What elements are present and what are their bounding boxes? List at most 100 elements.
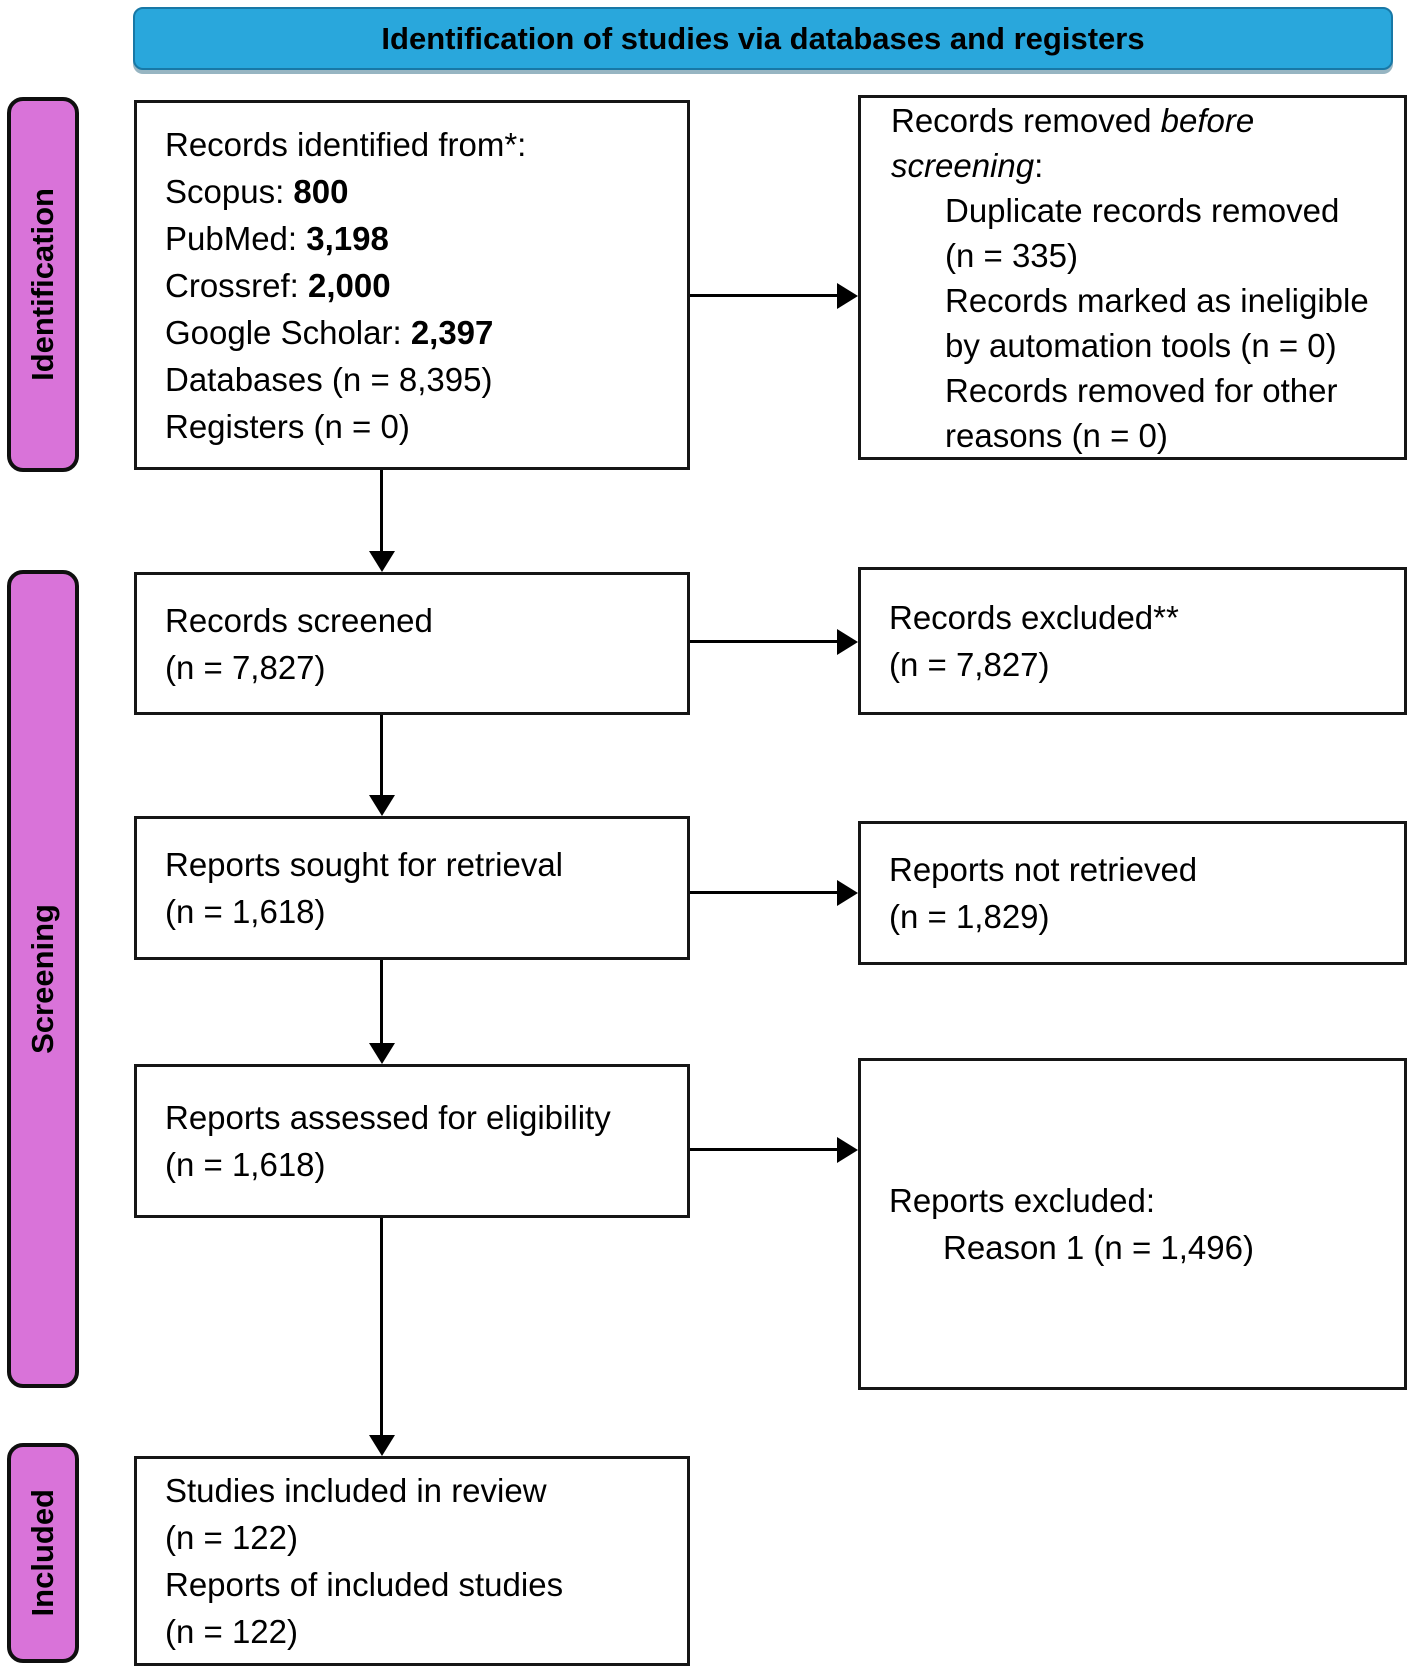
text-line: PubMed: 3,198 xyxy=(165,215,683,262)
text-segment: reasons (n = 0) xyxy=(945,416,1168,454)
stage-identification-label: Identification xyxy=(25,188,60,381)
text-segment: Reason 1 (n = 1,496) xyxy=(943,1229,1254,1266)
text-segment: (n = 7,827) xyxy=(889,646,1050,683)
text-segment: (n = 122) xyxy=(165,1519,298,1556)
stage-screening: Screening xyxy=(7,570,79,1388)
text-line: Records identified from*: xyxy=(165,121,683,168)
text-segment: Google Scholar: xyxy=(165,313,411,351)
text-segment: Records excluded** xyxy=(889,599,1179,636)
box-studies-included: Studies included in review (n = 122) Repor… xyxy=(134,1456,690,1666)
text-segment: Databases (n = 8,395) xyxy=(165,360,493,398)
box-reports-assessed-text: Reports assessed for eligibility (n = 1,6… xyxy=(137,1094,687,1188)
text-line: Records removed before xyxy=(891,98,1400,143)
text-segment: 2,397 xyxy=(410,313,494,351)
text-segment: Reports sought for retrieval xyxy=(165,846,564,883)
text-line: reasons (n = 0) xyxy=(891,413,1400,458)
arrow-down-assessed-to-included xyxy=(380,1218,383,1435)
text-line: Reports assessed for eligibility xyxy=(165,1094,683,1141)
text-line: Records removed for other xyxy=(891,368,1400,413)
text-line: Duplicate records removed xyxy=(891,188,1400,233)
text-segment: Reports not retrieved xyxy=(889,851,1198,888)
text-segment: Crossref: xyxy=(165,266,309,304)
box-reports-sought: Reports sought for retrieval (n = 1,618) xyxy=(134,816,690,960)
text-line: (n = 122) xyxy=(165,1608,683,1655)
text-line: Records excluded** xyxy=(889,594,1400,641)
text-segment: screening xyxy=(891,146,1035,184)
diagram-title-bar: Identification of studies via databases … xyxy=(133,7,1393,70)
text-segment: PubMed: xyxy=(165,219,307,257)
text-segment: before xyxy=(1160,101,1255,139)
stage-screening-label: Screening xyxy=(25,904,60,1054)
arrow-right-screened-to-excluded xyxy=(690,640,837,643)
text-line: (n = 1,829) xyxy=(889,893,1400,940)
text-segment: 2,000 xyxy=(308,266,391,304)
text-line: Registers (n = 0) xyxy=(165,403,683,450)
text-line: Records marked as ineligible xyxy=(891,278,1400,323)
text-segment: Duplicate records removed xyxy=(945,191,1340,229)
text-segment: (n = 1,829) xyxy=(889,898,1050,935)
text-segment: by automation tools (n = 0) xyxy=(945,326,1337,364)
box-reports-not-retrieved: Reports not retrieved (n = 1,829) xyxy=(858,821,1407,965)
box-reports-excluded: Reports excluded: Reason 1 (n = 1,496) xyxy=(858,1058,1407,1390)
box-records-excluded: Records excluded** (n = 7,827) xyxy=(858,567,1407,715)
arrow-right-assessed-to-reports-excluded xyxy=(690,1148,837,1151)
text-segment: Reports assessed for eligibility xyxy=(165,1099,611,1136)
text-segment: Records identified from*: xyxy=(165,125,527,163)
box-reports-excluded-text: Reports excluded: Reason 1 (n = 1,496) xyxy=(861,1177,1404,1271)
text-line: Reports sought for retrieval xyxy=(165,841,683,888)
text-segment: (n = 1,618) xyxy=(165,1146,326,1183)
text-segment: Registers (n = 0) xyxy=(165,407,410,445)
text-line: (n = 122) xyxy=(165,1514,683,1561)
text-line: by automation tools (n = 0) xyxy=(891,323,1400,368)
box-records-excluded-text: Records excluded** (n = 7,827) xyxy=(861,594,1404,688)
text-segment: Scopus: xyxy=(165,172,294,210)
text-segment: Records removed for other xyxy=(945,371,1338,409)
text-line: Studies included in review xyxy=(165,1467,683,1514)
text-segment: : xyxy=(1034,146,1044,184)
box-reports-sought-text: Reports sought for retrieval (n = 1,618) xyxy=(137,841,687,935)
text-line: screening: xyxy=(891,143,1400,188)
box-records-screened: Records screened (n = 7,827) xyxy=(134,572,690,715)
text-segment: 3,198 xyxy=(306,219,389,257)
diagram-title: Identification of studies via databases … xyxy=(381,20,1145,56)
arrow-down-identified-to-screened xyxy=(380,470,383,551)
text-segment: Reports of included studies xyxy=(165,1566,564,1603)
text-segment: Reports excluded: xyxy=(889,1182,1155,1219)
arrow-right-sought-to-not-retrieved xyxy=(690,891,837,894)
stage-identification: Identification xyxy=(7,97,79,472)
text-line: Google Scholar: 2,397 xyxy=(165,309,683,356)
text-line: Records screened xyxy=(165,597,683,644)
box-records-screened-text: Records screened (n = 7,827) xyxy=(137,597,687,691)
text-line: (n = 335) xyxy=(891,233,1400,278)
text-segment: (n = 122) xyxy=(165,1613,298,1650)
text-segment: (n = 7,827) xyxy=(165,648,326,686)
text-segment: 800 xyxy=(293,172,349,210)
text-line: (n = 7,827) xyxy=(165,644,683,691)
arrow-down-sought-to-assessed xyxy=(380,960,383,1043)
stage-included: Included xyxy=(7,1443,79,1663)
stage-included-label: Included xyxy=(25,1489,60,1617)
box-reports-assessed: Reports assessed for eligibility (n = 1,6… xyxy=(134,1064,690,1218)
text-line: (n = 7,827) xyxy=(889,641,1400,688)
text-line: Reports excluded: xyxy=(889,1177,1400,1224)
text-segment: Records screened xyxy=(165,601,433,639)
box-reports-not-retrieved-text: Reports not retrieved (n = 1,829) xyxy=(861,846,1404,940)
text-line: Reports not retrieved xyxy=(889,846,1400,893)
text-segment: (n = 1,618) xyxy=(165,893,326,930)
text-line: (n = 1,618) xyxy=(165,888,683,935)
text-line: Reports of included studies xyxy=(165,1561,683,1608)
arrow-right-identified-to-removed xyxy=(690,294,837,297)
text-line: Reason 1 (n = 1,496) xyxy=(889,1224,1400,1271)
arrow-down-screened-to-sought xyxy=(380,715,383,795)
box-studies-included-text: Studies included in review (n = 122) Repor… xyxy=(137,1467,687,1655)
text-segment: (n = 335) xyxy=(945,236,1078,274)
text-segment: Records removed xyxy=(891,101,1161,139)
text-segment: Records marked as ineligible xyxy=(945,281,1369,319)
text-line: Crossref: 2,000 xyxy=(165,262,683,309)
text-segment: Studies included in review xyxy=(165,1472,547,1509)
